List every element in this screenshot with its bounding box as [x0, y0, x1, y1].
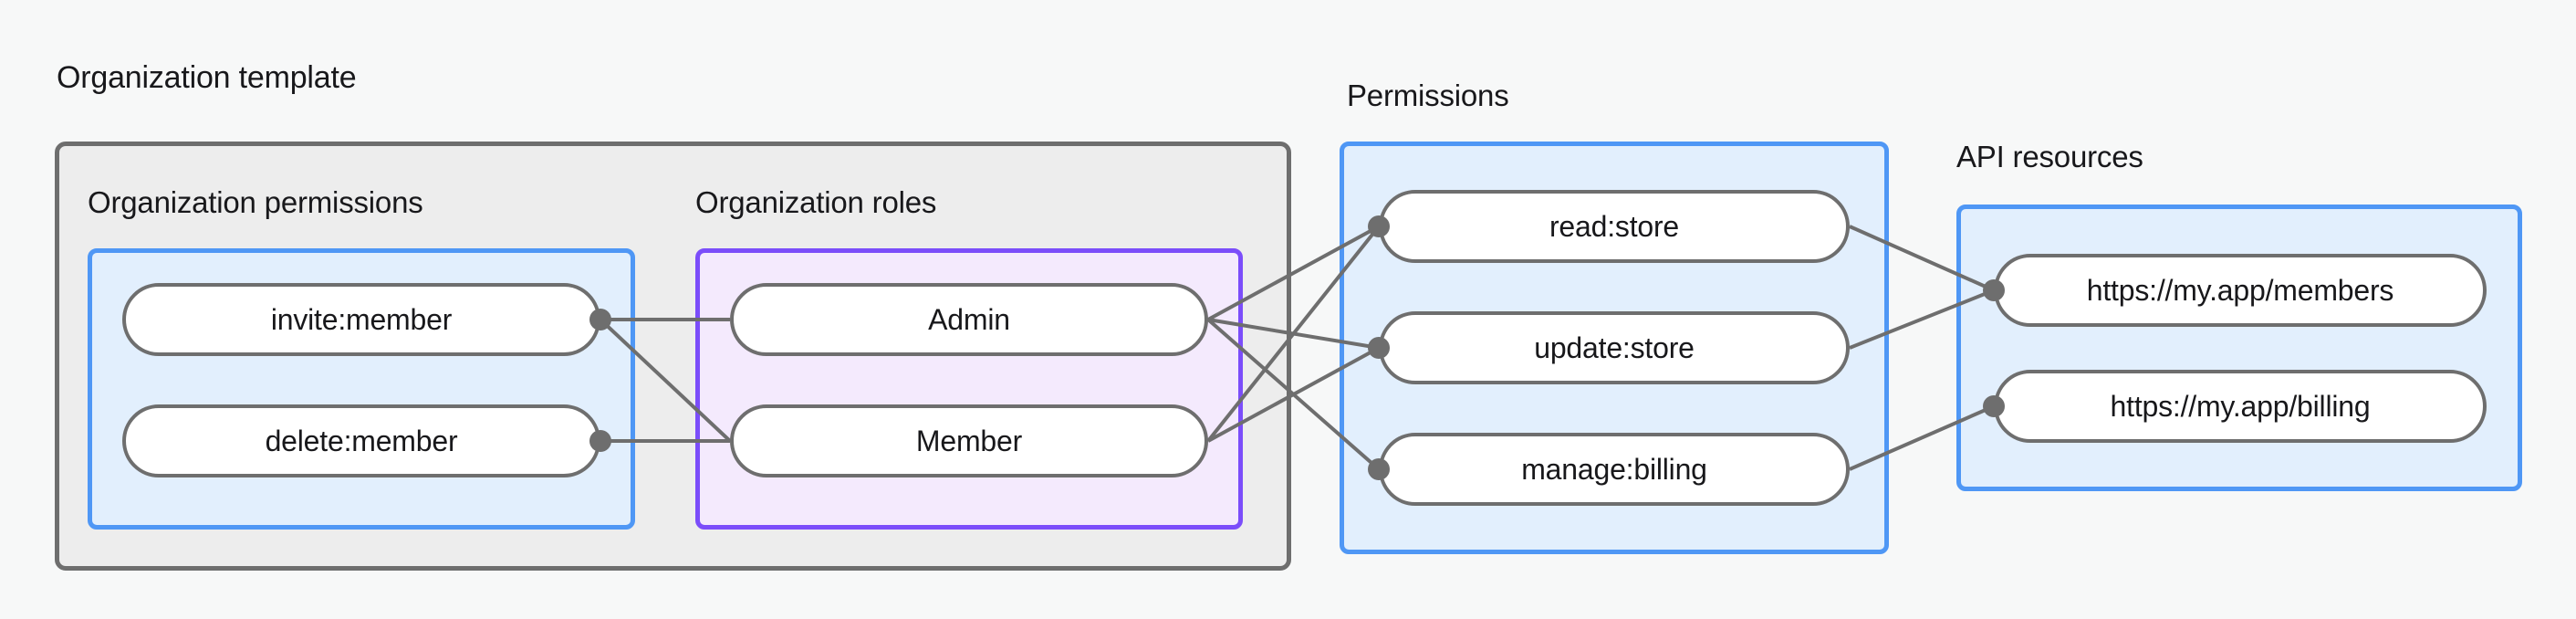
group-title-organization-template: Organization template [57, 60, 357, 95]
node-admin[interactable]: Admin [730, 283, 1208, 356]
node-invite-member[interactable]: invite:member [122, 283, 600, 356]
group-title-api-resources: API resources [1956, 140, 2143, 173]
node-manage-billing[interactable]: manage:billing [1379, 433, 1850, 506]
group-title-organization-permissions: Organization permissions [88, 185, 423, 219]
node-read-store[interactable]: read:store [1379, 190, 1850, 263]
node-delete-member[interactable]: delete:member [122, 404, 600, 477]
group-title-organization-roles: Organization roles [695, 185, 937, 219]
api-resources-group [1956, 205, 2522, 491]
group-title-permissions: Permissions [1347, 79, 1509, 112]
node-billing-url[interactable]: https://my.app/billing [1994, 370, 2487, 443]
node-members-url[interactable]: https://my.app/members [1994, 254, 2487, 327]
node-member[interactable]: Member [730, 404, 1208, 477]
node-update-store[interactable]: update:store [1379, 311, 1850, 384]
